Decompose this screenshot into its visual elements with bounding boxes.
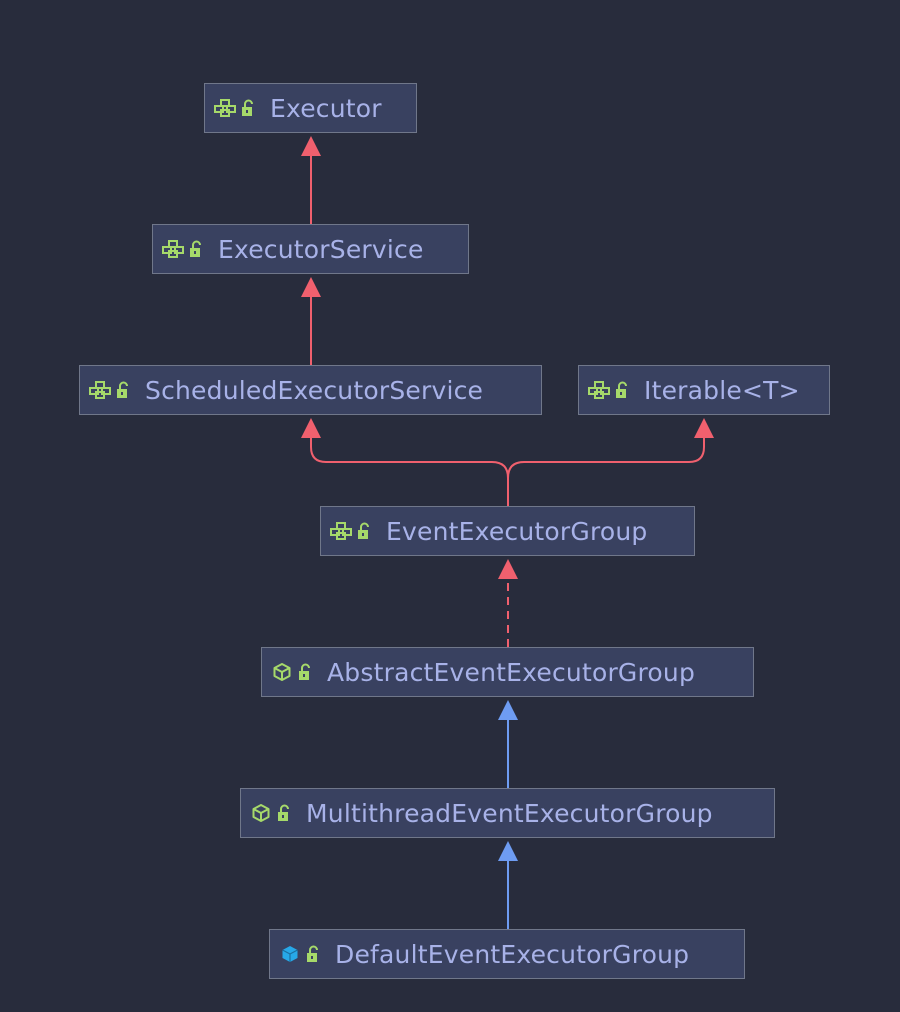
lock-open-icon <box>614 379 630 401</box>
abstract-class-icon <box>250 802 272 824</box>
interface-icon <box>162 238 184 260</box>
lock-open-icon <box>305 943 321 965</box>
interface-icon <box>330 520 352 542</box>
lock-open-icon <box>276 802 292 824</box>
node-default-event-executor-group[interactable]: DefaultEventExecutorGroup <box>269 929 745 979</box>
lock-open-icon <box>297 661 313 683</box>
arrowhead-multithread <box>498 841 518 861</box>
node-label: MultithreadEventExecutorGroup <box>306 798 713 828</box>
node-label: Iterable<T> <box>644 375 800 405</box>
lock-open-icon <box>188 238 204 260</box>
node-event-executor-group[interactable]: EventExecutorGroup <box>320 506 695 556</box>
node-executor-service[interactable]: ExecutorService <box>152 224 469 274</box>
node-label: EventExecutorGroup <box>386 516 648 546</box>
lock-open-icon <box>115 379 131 401</box>
arrowhead-scheduled <box>301 418 321 438</box>
interface-icon <box>89 379 111 401</box>
node-multithread-event-executor-group[interactable]: MultithreadEventExecutorGroup <box>240 788 775 838</box>
interface-icon <box>588 379 610 401</box>
node-label: DefaultEventExecutorGroup <box>335 939 690 969</box>
arrowhead-abstract <box>498 700 518 720</box>
node-label: ExecutorService <box>218 234 424 264</box>
edge-eventexecutorgroup-to-scheduled <box>310 432 509 506</box>
node-label: Executor <box>270 93 382 123</box>
lock-open-icon <box>240 97 256 119</box>
edge-eventexecutorgroup-to-iterable <box>507 432 705 479</box>
node-label: AbstractEventExecutorGroup <box>327 657 696 687</box>
node-iterable[interactable]: Iterable<T> <box>578 365 830 415</box>
node-label: ScheduledExecutorService <box>145 375 484 405</box>
lock-open-icon <box>356 520 372 542</box>
node-executor[interactable]: Executor <box>204 83 417 133</box>
class-icon <box>279 943 301 965</box>
interface-icon <box>214 97 236 119</box>
arrowhead-executorservice <box>301 277 321 297</box>
arrowhead-eventexecutorgroup <box>498 559 518 579</box>
node-scheduled-executor-service[interactable]: ScheduledExecutorService <box>79 365 542 415</box>
node-abstract-event-executor-group[interactable]: AbstractEventExecutorGroup <box>261 647 754 697</box>
arrowhead-executor <box>301 136 321 156</box>
abstract-class-icon <box>271 661 293 683</box>
arrowhead-iterable <box>694 418 714 438</box>
